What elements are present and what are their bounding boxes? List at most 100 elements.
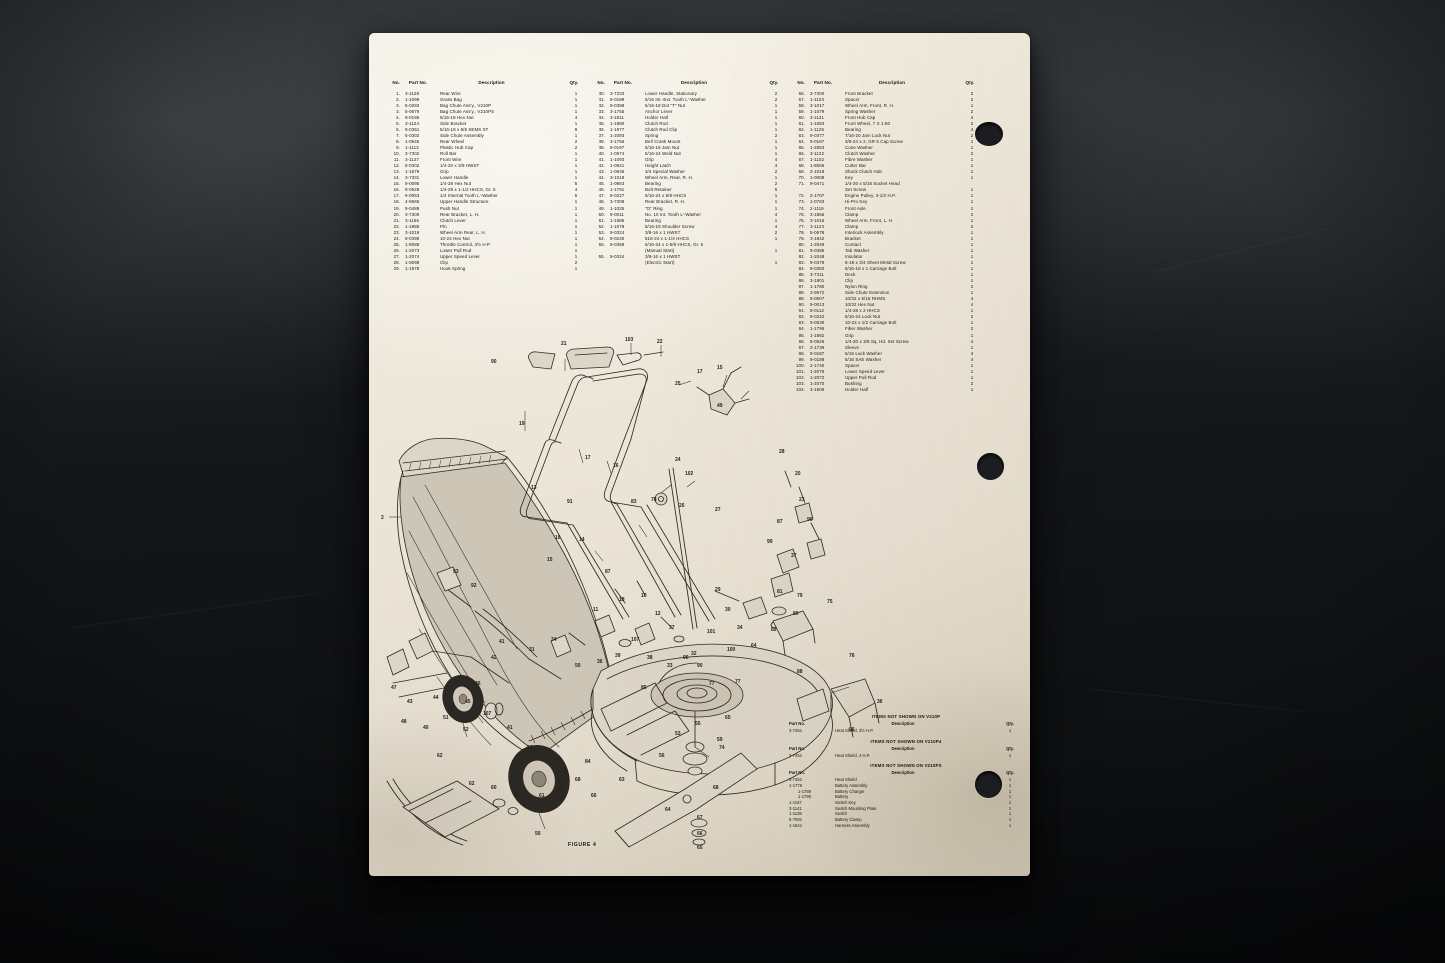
row-no: 10. — [393, 151, 400, 157]
svg-text:60: 60 — [491, 785, 497, 791]
row-part-no: 9-0361 — [405, 126, 420, 132]
row-part-no: 1-2072 — [810, 374, 825, 380]
row-qty: 1 — [574, 96, 578, 102]
row-no: 34. — [598, 114, 605, 120]
svg-text:85: 85 — [641, 685, 647, 691]
svg-text:34: 34 — [737, 625, 743, 631]
row-qty: 1 — [970, 278, 974, 284]
row-no: 88. — [798, 290, 805, 296]
row-qty: 1 — [970, 217, 974, 223]
row-qty: 1 — [574, 169, 578, 175]
row-part-no: 1-0953 — [610, 181, 625, 187]
row-no: 48. — [598, 199, 605, 205]
row-part-no: 9-0388 — [610, 102, 625, 108]
row-qty: 2 — [970, 211, 974, 217]
header-qty: Qty. — [569, 80, 579, 85]
row-no: 89. — [798, 296, 805, 302]
row-qty: 2 — [774, 169, 778, 175]
row-qty: 1 — [574, 132, 578, 138]
row-description: Front Wire — [440, 157, 462, 163]
row-part-no: 1-1113 — [405, 145, 419, 151]
row-qty: 4 — [970, 350, 974, 356]
row-description: Front Bracket — [845, 90, 873, 96]
row-description: Lower Pull Rod — [440, 247, 472, 253]
svg-text:10: 10 — [641, 593, 647, 599]
svg-text:62: 62 — [437, 753, 443, 759]
row-description: Fiber Washer — [845, 326, 873, 332]
row-qty: 2 — [774, 181, 778, 187]
svg-text:20: 20 — [795, 471, 801, 477]
row-no: 69. — [798, 169, 805, 175]
row-part-no: 3-1121 — [810, 114, 825, 120]
row-description: Grip — [645, 157, 654, 163]
row-description: Wheel Arm, Rear, R. H. — [645, 175, 694, 181]
row-description: 5/16 SAE Washer — [845, 356, 882, 362]
row-description: 5/16 Int.-Ext. Tooth L'-Washer — [645, 96, 706, 102]
row-description: 5/16-18 Shoulder Screw — [645, 223, 695, 229]
row-qty: 1 — [970, 235, 974, 241]
row-description: Clamp — [845, 211, 859, 217]
row-part-no: 1-1982 — [810, 332, 825, 338]
row-part-no: 1-8088 — [405, 241, 420, 247]
row-no: 11. — [393, 157, 400, 163]
row-qty: 1 — [1008, 794, 1012, 800]
row-part-no: 3-7351 — [789, 752, 803, 758]
row-no: 75. — [798, 211, 805, 217]
svg-text:68: 68 — [713, 785, 719, 791]
svg-text:18: 18 — [619, 597, 625, 603]
row-qty: 2 — [774, 132, 778, 138]
row-description: 5/16-18 x 1 Carriage Bolt — [845, 266, 897, 271]
header-qty: Qty. — [1006, 721, 1014, 727]
row-qty: 4 — [970, 302, 974, 308]
svg-text:34: 34 — [551, 637, 557, 643]
row-part-no: 1-1977 — [610, 126, 625, 132]
row-no: 39. — [598, 145, 605, 151]
row-no: 44. — [598, 175, 605, 181]
row-no: 100. — [796, 362, 805, 368]
row-description: 5/16-18 Hex Nut — [440, 114, 474, 120]
row-no: 3. — [396, 108, 400, 114]
row-part-no: 9-0227 — [610, 193, 625, 199]
row-no: 15. — [393, 181, 400, 187]
row-part-no: 3-1141 — [789, 805, 802, 811]
row-part-no: 9-0526 — [810, 338, 825, 344]
row-part-no: 3-1017 — [810, 102, 825, 108]
row-description: 10/32 Hex Nut — [845, 302, 875, 308]
row-description: No. 10 Int. Tooth L'-Washer — [645, 211, 702, 217]
row-qty: 1 — [574, 90, 578, 96]
row-qty: 1 — [774, 205, 778, 211]
row-part-no: 3-1842 — [810, 235, 825, 241]
row-no: 66. — [798, 151, 805, 157]
svg-text:41: 41 — [499, 639, 505, 645]
svg-text:23: 23 — [799, 497, 805, 503]
row-no: 47. — [598, 193, 605, 199]
row-qty: 1 — [970, 139, 974, 145]
row-no: 7. — [396, 132, 400, 138]
row-part-no: 9-0528 — [405, 187, 420, 193]
row-no: 19. — [393, 205, 400, 211]
row-qty: 1 — [574, 229, 578, 235]
svg-text:65: 65 — [725, 715, 731, 721]
row-qty: 2 — [774, 96, 778, 102]
row-qty: 1 — [970, 368, 974, 374]
row-part-no: 1-1078 — [610, 223, 625, 229]
row-description: Cone Washer — [845, 145, 873, 151]
row-description: Sleeve — [845, 344, 860, 350]
row-part-no: 9-0359 — [610, 241, 625, 247]
row-qty: 5 — [574, 181, 578, 187]
row-no: 90. — [798, 302, 805, 308]
